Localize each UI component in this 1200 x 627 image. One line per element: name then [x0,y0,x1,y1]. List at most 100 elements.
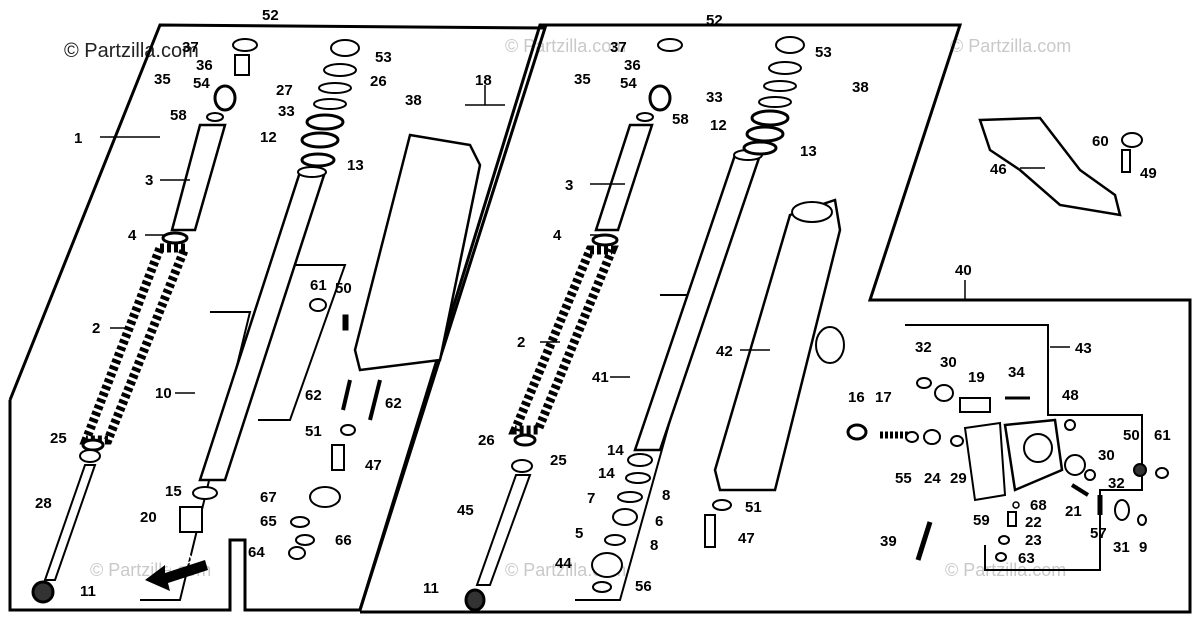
caliper-box [905,324,1143,571]
part-label: 43 [1075,340,1092,357]
part-label: 40 [955,262,972,279]
part-label: 10 [155,385,172,402]
part-label: 16 [848,389,865,406]
left-lower-box [258,264,347,421]
part-label: 33 [278,103,295,120]
part-label: 49 [1140,165,1157,182]
caliper-parts [846,116,1169,562]
part-label: 31 [1113,539,1130,556]
part-label: 26 [370,73,387,90]
part-label: 9 [1139,539,1147,556]
part-label: 8 [662,487,670,504]
part-label: 61 [310,277,327,294]
part-label: 3 [145,172,153,189]
part-label: 30 [1098,447,1115,464]
part-label: 68 [1030,497,1047,514]
fwd-arrow: FWD [145,551,208,591]
part-label: 64 [248,544,265,561]
part-label: 59 [973,512,990,529]
watermark-text: © Partzilla.com [950,36,1072,56]
part-label: 58 [170,107,187,124]
part-label: 12 [710,117,727,134]
part-label: 30 [940,354,957,371]
part-label: 62 [305,387,322,404]
part-label: 53 [375,49,392,66]
part-label: 23 [1025,532,1042,549]
part-label: 11 [423,580,439,597]
part-label: 38 [405,92,422,109]
part-label: 66 [335,532,352,549]
part-label: 13 [800,143,817,160]
part-label: 32 [915,339,932,356]
part-label: 21 [1065,503,1082,520]
part-label: 57 [1090,525,1107,542]
part-label: 39 [880,533,897,550]
right-fork-labels: 52 37 36 35 54 58 53 38 33 12 13 3 4 2 4… [423,12,869,597]
part-label: 28 [35,495,52,512]
part-label: 48 [1062,387,1079,404]
part-label: 18 [475,72,492,89]
part-label: 35 [154,71,171,88]
part-label: 8 [650,537,658,554]
part-label: 54 [620,75,637,92]
part-label: 67 [260,489,277,506]
left-fork-boundary [8,23,548,612]
part-label: 22 [1025,514,1042,531]
part-label: 65 [260,513,277,530]
part-label: 3 [565,177,573,194]
part-label: 61 [1154,427,1171,444]
part-label: 52 [706,12,723,29]
part-label: 24 [924,470,941,487]
part-label: 55 [895,470,912,487]
leader-lines [100,85,1070,394]
part-label: 6 [655,513,663,530]
part-label: 11 [80,583,96,600]
part-label: 14 [598,465,615,482]
part-label: 38 [852,79,869,96]
left-fork-labels: 52 37 36 35 54 58 53 26 27 33 38 12 13 1… [35,7,492,600]
part-label: 37 [182,39,199,56]
part-label: 51 [305,423,322,440]
partzilla-brand: © Partzilla.com [64,40,199,62]
part-label: 5 [575,525,583,542]
right-fork-parts [464,36,845,612]
right-fork-boundary [358,23,1192,614]
part-label: 45 [457,502,474,519]
part-label: 32 [1108,475,1125,492]
part-label: 37 [610,39,627,56]
part-label: 2 [517,334,525,351]
part-label: 4 [128,227,137,244]
part-label: 54 [193,75,210,92]
part-label: 44 [555,555,572,572]
part-label: 47 [365,457,382,474]
part-label: 2 [92,320,100,337]
caliper-labels: 60 49 46 40 43 32 30 19 34 16 17 48 55 2… [848,133,1171,567]
part-label: 14 [607,442,624,459]
part-label: 29 [950,470,967,487]
part-label: 27 [276,82,293,99]
part-label: 26 [478,432,495,449]
part-label: 19 [968,369,985,386]
part-label: 51 [745,499,762,516]
part-label: 7 [587,490,595,507]
part-label: 41 [592,369,609,386]
part-label: 12 [260,129,277,146]
part-label: 20 [140,509,157,526]
part-label: 25 [50,430,67,447]
left-fork-parts [31,38,482,604]
part-label: 4 [553,227,562,244]
part-label: 47 [738,530,755,547]
part-label: 53 [815,44,832,61]
part-label: 63 [1018,550,1035,567]
part-label: 46 [990,161,1007,178]
part-label: 50 [335,280,352,297]
part-label: 42 [716,343,733,360]
part-label: 15 [165,483,182,500]
part-label: 25 [550,452,567,469]
part-label: 56 [635,578,652,595]
part-label: 35 [574,71,591,88]
part-label: 58 [672,111,689,128]
part-label: 36 [196,57,213,74]
part-label: 52 [262,7,279,24]
